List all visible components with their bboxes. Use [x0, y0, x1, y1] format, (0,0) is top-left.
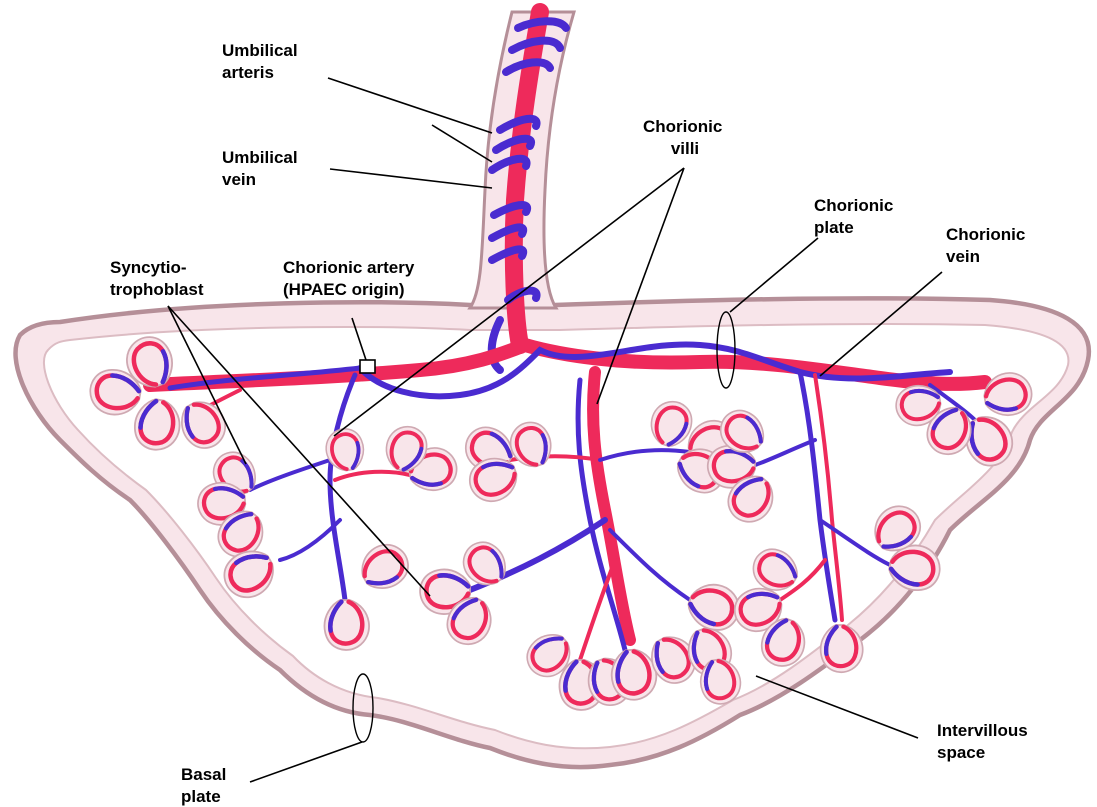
- label-basal-plate: Basal plate: [181, 765, 231, 806]
- label-umbilical-arteries: Umbilical arteris: [222, 41, 302, 82]
- label-intervillous-space: Intervillous space: [937, 721, 1032, 762]
- label-chorionic-artery: Chorionic artery (HPAEC origin): [283, 258, 419, 299]
- label-chorionic-villi: Chorionic villi: [643, 117, 727, 158]
- label-chorionic-plate: Chorionic plate: [814, 196, 898, 237]
- label-syncytiotrophoblast: Syncytio- trophoblast: [110, 258, 204, 299]
- label-umbilical-vein: Umbilical vein: [222, 148, 302, 189]
- placenta-body: [16, 298, 1089, 767]
- label-chorionic-vein: Chorionic vein: [946, 225, 1030, 266]
- chorionic-artery-marker: [360, 360, 375, 373]
